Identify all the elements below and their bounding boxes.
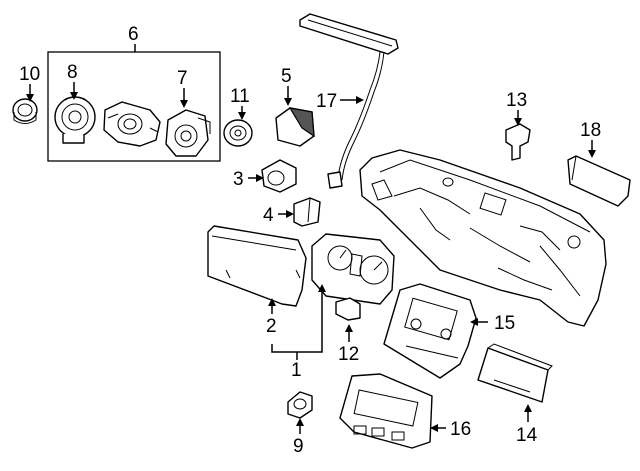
callout-8: 8 [67, 62, 78, 83]
part-8-ring [54, 96, 96, 144]
callout-11: 11 [230, 86, 250, 107]
callout-13: 13 [506, 90, 527, 111]
callout-10: 10 [19, 64, 40, 85]
callout-17: 17 [316, 91, 337, 112]
callout-12: 12 [338, 344, 359, 365]
part-4-switch [293, 197, 321, 227]
callout-14: 14 [516, 425, 538, 446]
callout-9: 9 [293, 436, 304, 457]
callout-4: 4 [263, 205, 274, 226]
instrument-panel [359, 149, 607, 327]
part-18-cover [567, 155, 631, 207]
callout-18: 18 [580, 120, 601, 141]
callout-6: 6 [128, 24, 139, 45]
callout-16: 16 [450, 419, 471, 440]
part-17-antenna [299, 13, 399, 189]
part-1-instrument-cluster [311, 233, 395, 305]
part-7-ignition-switch [165, 109, 211, 157]
part-9-knob [287, 391, 313, 419]
leaders [26, 82, 596, 434]
part-10-bezel [12, 98, 38, 124]
callout-3: 3 [233, 169, 244, 190]
part-5-switch-module [275, 107, 315, 147]
callout-1: 1 [291, 360, 302, 381]
callout-7: 7 [177, 68, 188, 89]
group-box-6 [47, 51, 221, 162]
part-16-climate-panel [339, 373, 433, 449]
part-2-cluster-housing [207, 225, 307, 307]
part-11-button-ring [223, 119, 253, 147]
part-6-lock-housing [103, 101, 161, 147]
callout-15: 15 [494, 313, 515, 334]
part-3-knob [261, 159, 297, 193]
callout-5: 5 [281, 66, 292, 87]
part-13-clip [505, 123, 531, 161]
part-15-control-bezel [383, 283, 477, 379]
part-14-module [477, 343, 553, 403]
callout-2: 2 [266, 316, 277, 337]
part-12-connector [335, 297, 361, 321]
